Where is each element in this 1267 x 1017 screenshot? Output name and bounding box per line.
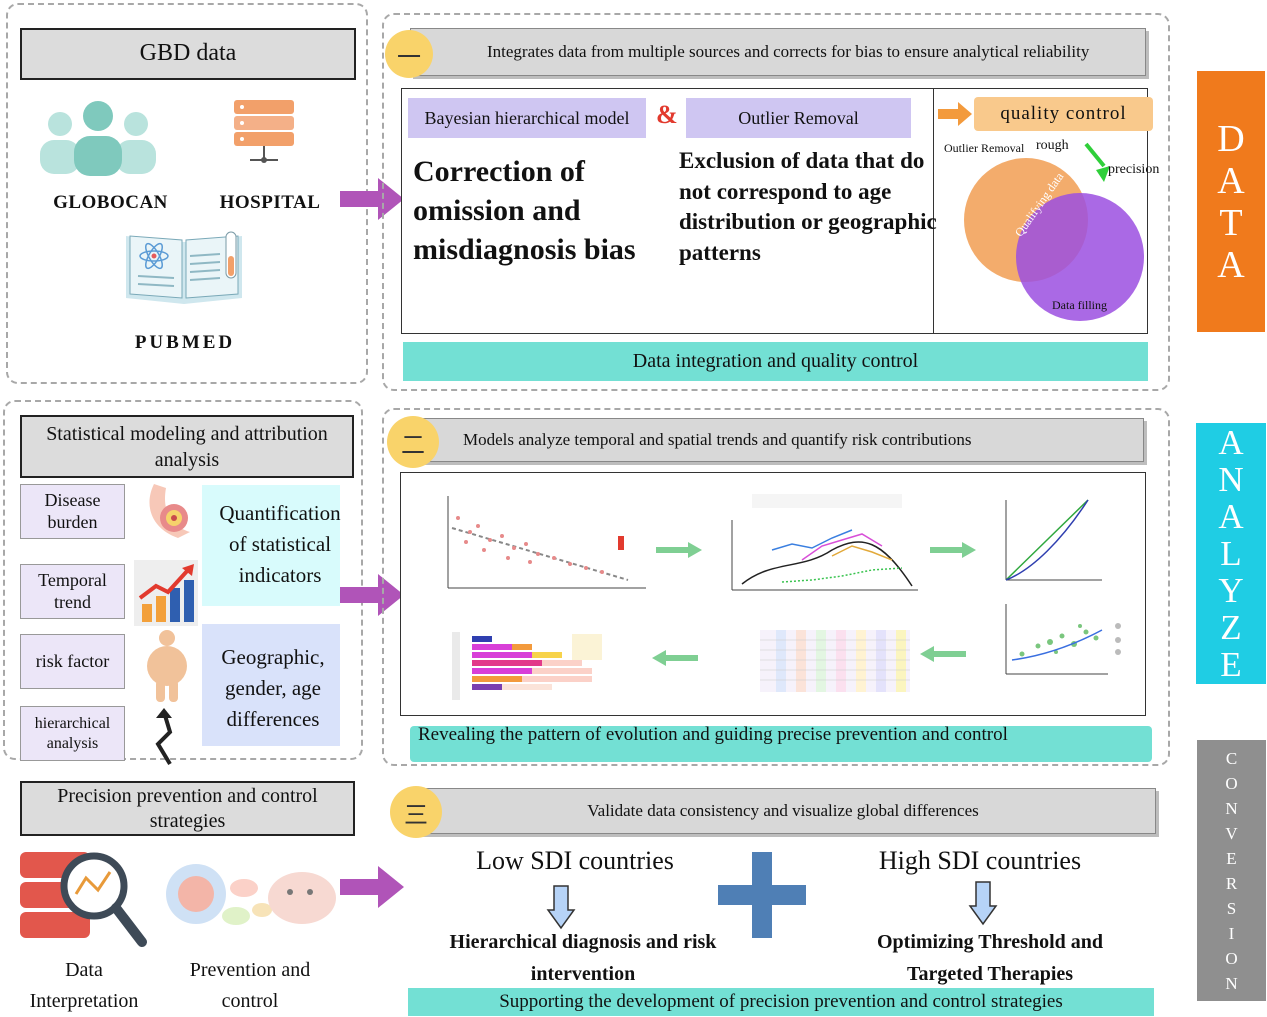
conversion-letter-7: S [1226, 898, 1237, 918]
arrow-left-thumbnail-2 [652, 650, 698, 666]
arrow-to-integration [340, 178, 404, 220]
high-sdi-action: Optimizing Threshold and Targeted Therap… [877, 931, 1103, 985]
multi-line-chart-thumbnail [731, 494, 918, 591]
down-arrow-high-sdi [968, 881, 998, 926]
data-letter-4: A [1217, 243, 1245, 286]
venn-outlier-label: Outlier Removal [944, 141, 1025, 155]
conversion-letter-6: R [1225, 873, 1238, 893]
inequality-scatter-thumbnail [1005, 604, 1121, 675]
quantification-box [202, 485, 340, 606]
analysis-footer: Revealing the pattern of evolution and g… [418, 724, 1008, 745]
analysis-footer-bg [410, 726, 1152, 762]
people-icon [40, 101, 156, 176]
arrow-right-thumbnail-1 [656, 542, 702, 558]
outlier-removal-label: Outlier Removal [686, 98, 911, 138]
arrow-right-thumbnail-2 [930, 542, 976, 558]
conversion-letter-8: I [1228, 923, 1235, 943]
database-magnifier-icon [20, 852, 147, 947]
data-interpretation-label: Data Interpretation [29, 959, 139, 1012]
quality-control-arrow-icon [938, 102, 972, 126]
step-one-banner: Integrates data from multiple sources an… [410, 28, 1146, 76]
hospital-label: HOSPITAL [219, 192, 321, 213]
globocan-label: GLOBOCAN [53, 192, 168, 213]
bayesian-model-label: Bayesian hierarchical model [408, 98, 646, 138]
plus-icon [718, 852, 806, 938]
concentration-curve-thumbnail [1005, 499, 1102, 581]
step-two-banner: Models analyze temporal and spatial tren… [410, 418, 1144, 462]
breast-anatomy-icon [149, 484, 190, 538]
statistical-modeling-panel [3, 400, 363, 760]
step-two-banner-text: Models analyze temporal and spatial tren… [463, 430, 972, 449]
arrow-to-analysis [340, 574, 404, 616]
venn-box-divider [933, 88, 934, 334]
venn-precision-label: precision [1108, 162, 1160, 177]
conversion-letter-1: C [1225, 748, 1238, 768]
arrow-to-strategies [340, 866, 404, 908]
venn-rough-label: rough [1036, 138, 1069, 153]
step-three-banner-text: Validate data consistency and visualize … [587, 801, 979, 820]
analyze-letter-3: A [1218, 497, 1244, 536]
low-sdi-action: Hierarchical diagnosis and risk interven… [449, 931, 717, 985]
conversion-letter-5: E [1226, 848, 1237, 868]
analyze-letter-2: N [1218, 460, 1244, 499]
obese-person-icon [147, 630, 187, 702]
conversion-letter-9: O [1225, 948, 1238, 968]
pubmed-label: PUBMED [134, 332, 236, 353]
analyze-letter-5: Y [1218, 571, 1244, 610]
gbd-data-title: GBD data [20, 28, 356, 80]
data-side-label: D A T A [1197, 71, 1265, 332]
analyze-letter-4: L [1220, 534, 1242, 573]
data-letter-1: D [1217, 117, 1245, 160]
strategies-footer: Supporting the development of precision … [408, 988, 1154, 1016]
hierarchical-analysis-item: hierarchical analysis [20, 706, 125, 761]
step-one-banner-text: Integrates data from multiple sources an… [487, 42, 1090, 61]
quality-venn-diagram [964, 142, 1144, 321]
database-server-icon [234, 100, 294, 163]
conversion-letter-3: N [1225, 798, 1238, 818]
risk-factor-item: risk factor [20, 634, 125, 689]
conversion-letter-4: V [1225, 823, 1238, 843]
analyze-side-label: A N A L Y Z E [1196, 423, 1266, 684]
open-book-science-icon [126, 231, 242, 304]
analyze-letter-7: E [1220, 645, 1242, 684]
population-pyramid-thumbnail [452, 632, 602, 700]
step-two-badge: 二 [387, 416, 439, 468]
analysis-panel [382, 408, 1170, 766]
low-sdi-title: Low SDI countries [476, 846, 674, 875]
statistical-modeling-title: Statistical modeling and attribution ana… [20, 415, 354, 478]
data-integration-footer: Data integration and quality control [403, 342, 1148, 381]
step-three-banner: Validate data consistency and visualize … [410, 788, 1156, 834]
scatter-regression-thumbnail [447, 496, 646, 589]
conversion-letter-2: O [1225, 773, 1238, 793]
data-letter-2: A [1217, 159, 1245, 202]
exclusion-text: Exclusion of data that do not correspond… [679, 148, 937, 265]
quantification-text: Quantification of statistical indicators [219, 501, 341, 587]
venn-filling-label: Data filling [1052, 298, 1107, 312]
integration-panel [382, 13, 1170, 391]
geographic-text: Geographic, gender, age differences [221, 645, 325, 731]
analyze-letter-1: A [1218, 423, 1244, 462]
analyze-letter-6: Z [1220, 608, 1242, 647]
prevention-illustration-icon [166, 864, 336, 925]
conversion-letter-10: N [1225, 973, 1238, 993]
hierarchy-arrow-icon [155, 708, 173, 766]
disease-burden-item: Disease burden [20, 484, 125, 539]
conversion-side-label: C O N V E R S I O N [1197, 740, 1266, 1001]
precision-strategies-title: Precision prevention and control strateg… [20, 781, 355, 836]
venn-filling-circle [1016, 193, 1144, 321]
geographic-box [202, 624, 340, 746]
arrow-left-thumbnail-1 [920, 646, 966, 662]
quality-control-label: quality control [974, 97, 1153, 131]
heatmap-table-thumbnail [760, 630, 910, 692]
temporal-trend-item: Temporal trend [20, 564, 125, 619]
high-sdi-title: High SDI countries [878, 846, 1082, 875]
bar-chart-trend-icon [134, 560, 198, 626]
data-letter-3: T [1219, 201, 1243, 244]
step-one-badge: 一 [385, 30, 433, 78]
ampersand: & [656, 100, 678, 129]
correction-text: Correction of omission and misdiagnosis … [413, 155, 636, 266]
step-three-badge: 三 [390, 786, 442, 838]
prevention-control-label: Prevention and control [189, 959, 311, 1012]
down-arrow-low-sdi [546, 885, 576, 930]
